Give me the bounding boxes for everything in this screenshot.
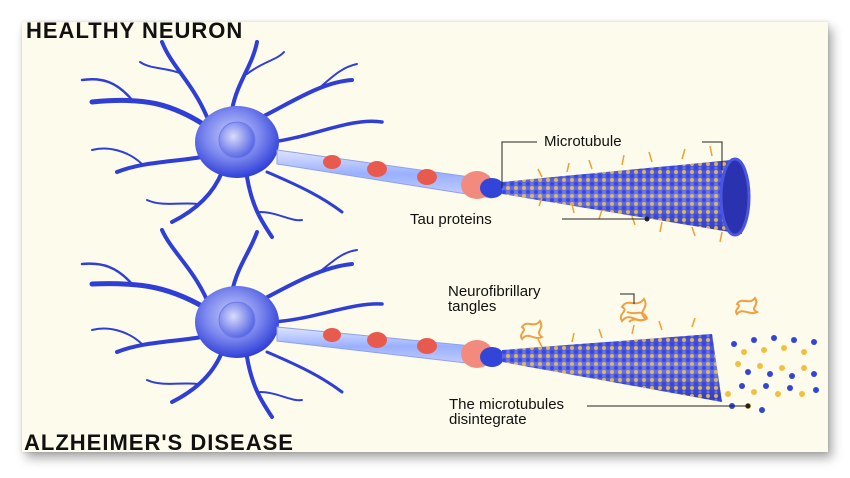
healthy-nucleus: [218, 121, 256, 159]
title-alzheimers-disease: ALZHEIMER'S DISEASE: [24, 430, 294, 452]
healthy-leader-lines: [501, 141, 723, 222]
alzheimers-nucleus: [218, 301, 256, 339]
neurofibrillary-tangles: [520, 296, 760, 341]
healthy-axon: [276, 149, 504, 199]
disintegrating-particles: [725, 335, 819, 413]
alzheimers-axon: [276, 326, 504, 368]
label-neurofibrillary: Neurofibrillary: [448, 283, 541, 300]
healthy-microtubule: [502, 145, 751, 243]
label-disintegrate: disintegrate: [449, 411, 527, 428]
label-tau-proteins: Tau proteins: [410, 211, 492, 228]
label-microtubule: Microtubule: [544, 133, 622, 150]
diagram-card: HEALTHY NEURON ALZHEIMER'S DISEASE Micro…: [22, 22, 828, 452]
healthy-dendrites: [80, 40, 384, 239]
diagram-illustration: [80, 40, 819, 419]
healthy-neuron: [80, 40, 751, 243]
label-microtubules-disintegrate: The microtubules: [449, 396, 565, 413]
title-healthy-neuron: HEALTHY NEURON: [26, 22, 244, 43]
alzheimers-dendrites: [80, 228, 384, 419]
alzheimers-microtubule: [502, 317, 722, 402]
alzheimers-leader-lines: [587, 293, 751, 409]
alzheimers-neuron: [80, 228, 819, 419]
label-tangles: tangles: [448, 298, 497, 315]
